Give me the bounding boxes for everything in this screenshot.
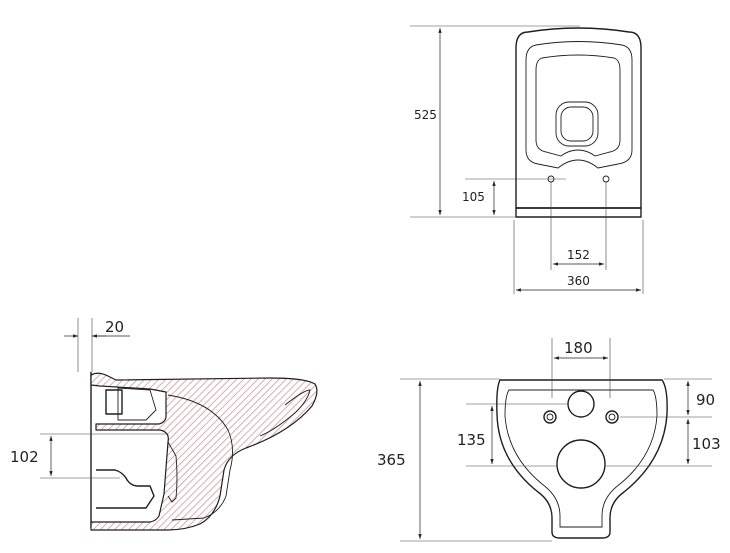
wall-offset-dimension-label: 20: [105, 318, 124, 336]
top-view-basin: [535, 54, 621, 157]
side-view-bowl-inner-wall: [167, 394, 233, 521]
height-dimension-label: 525: [414, 108, 437, 122]
top-view: 525 105 152 360: [410, 25, 644, 294]
back-upper-hole-dimension-label: 90: [696, 391, 715, 409]
back-hole-spacing-dimension-label: 180: [564, 339, 593, 357]
back-outlet-dimension-label: 135: [457, 431, 486, 449]
back-view-mount-hole-right: [605, 410, 619, 424]
back-view-outlet-hole: [556, 439, 606, 489]
back-height-dimension-label: 365: [377, 451, 406, 469]
width-dimension-label: 360: [567, 274, 590, 288]
hole-spacing-dimension-label: 152: [567, 248, 590, 262]
back-view: 180 365 135 90 103: [377, 338, 721, 542]
back-view-mount-hole-left-inner: [546, 413, 554, 421]
top-view-drain-outline: [555, 101, 599, 147]
side-view-flange: [105, 389, 123, 415]
side-view: 20 102: [10, 318, 318, 531]
side-view-inlet-cutout: [96, 469, 155, 509]
side-view-section-body: [90, 372, 318, 531]
side-view-inner-cavity: [117, 387, 157, 421]
back-view-mount-hole-left: [543, 410, 557, 424]
back-view-mount-hole-right-inner: [608, 413, 616, 421]
offset-dimension-label: 105: [462, 190, 485, 204]
top-view-mount-hole-right: [602, 175, 610, 183]
top-view-rim-inner: [525, 41, 633, 169]
back-lower-hole-dimension-label: 103: [692, 435, 721, 453]
back-view-inlet-hole: [567, 390, 595, 418]
back-view-outline: [496, 379, 668, 539]
back-view-inner-outline: [504, 389, 658, 528]
top-view-drain-inner: [560, 106, 594, 142]
top-view-rim-base: [515, 207, 642, 218]
side-view-flush-channel: [259, 389, 311, 437]
top-view-bowl-outline: [515, 27, 642, 209]
side-view-trap: [167, 441, 178, 503]
outlet-height-dimension-label: 102: [10, 448, 39, 466]
